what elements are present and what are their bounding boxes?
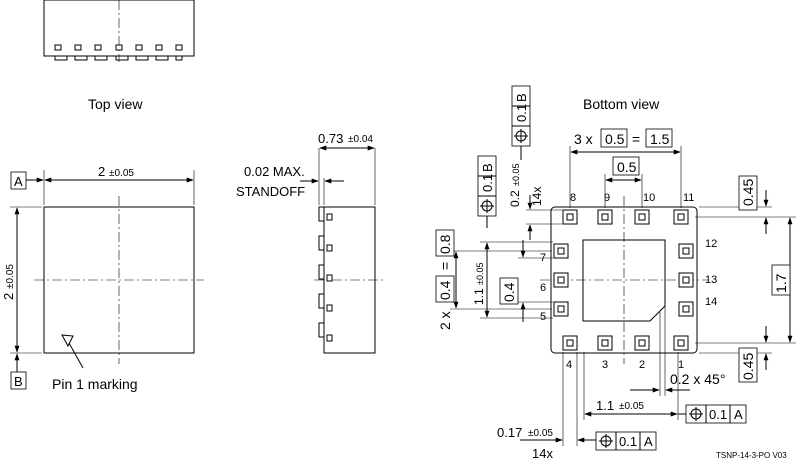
pin-9: 9 [604, 192, 610, 204]
fcf-mid: 0.1 A [678, 404, 747, 424]
exposed-pad [582, 239, 666, 322]
fcf-left-datum: B [480, 163, 495, 172]
standoff-line2: STANDOFF [236, 184, 305, 199]
right-bottom-dim: 0.45 [740, 353, 756, 380]
right-mid-dim: 1.7 [773, 273, 789, 293]
pitch-value: 0.5 [605, 131, 625, 147]
pad-row-dim: 1.1 [472, 288, 486, 305]
side-thickness-tol: ±0.04 [348, 134, 373, 145]
top-view: 2 ±0.05 A 2 ±0.05 B Pin 1 marking [1, 164, 204, 392]
pad-len-dim: 0.2 [508, 190, 522, 207]
fcf-left: 0.1 B [477, 155, 497, 228]
fcf-left-tol: 0.1 [480, 174, 495, 192]
chamfer-dim: 0.2 x 45° [670, 371, 725, 387]
drawing-code: TSNP-14-3-PO V03 [716, 451, 787, 460]
pad-w-tol: ±0.05 [528, 428, 553, 439]
left-pitch-prefix: 2 x [437, 311, 453, 330]
left-pitch-value: 0.4 [437, 280, 453, 300]
pad-w-dim: 0.17 [497, 425, 522, 440]
pitch-total: 1.5 [650, 131, 670, 147]
right-top-dim: 0.45 [740, 179, 756, 206]
bottom-view: 4 3 2 1 5 6 7 8 9 10 11 12 13 14 3 x 0.5… [435, 85, 796, 461]
pin1-label: Pin 1 marking [52, 376, 138, 392]
standoff-line1: 0.02 MAX. [244, 164, 305, 179]
pin-2: 2 [639, 359, 645, 371]
pin-8: 8 [570, 192, 576, 204]
pin-11: 11 [683, 192, 694, 204]
pin-3: 3 [602, 359, 608, 371]
datum-a-label: A [14, 174, 23, 189]
pin-12: 12 [705, 238, 717, 250]
pin-1: 1 [678, 359, 684, 371]
pin-10: 10 [643, 192, 655, 204]
pin-4: 4 [566, 359, 572, 371]
top-side-view [43, 0, 195, 62]
left-pitch-eq: = [437, 262, 453, 270]
top-side-view-leads [54, 44, 183, 61]
pad-row-tol: ±0.05 [475, 263, 485, 285]
fcf-mid-tol: 0.1 [709, 407, 727, 422]
top-height-dim: 2 [1, 293, 16, 300]
center-dim: 0.4 [501, 282, 517, 302]
pitch-single: 0.5 [617, 159, 637, 175]
bottom-view-label: Bottom view [583, 96, 660, 112]
pin-6: 6 [540, 282, 546, 294]
pad-col-tol: ±0.05 [619, 401, 644, 412]
fcf-bottom-datum: A [644, 434, 653, 449]
pitch-eq: = [632, 131, 640, 147]
fcf-top: 0.1 B [511, 85, 531, 160]
top-width-tol: ±0.05 [109, 168, 134, 179]
pin-14: 14 [705, 296, 717, 308]
pin-5: 5 [540, 311, 546, 323]
fcf-bottom-tol: 0.1 [619, 434, 637, 449]
top-view-label: Top view [88, 96, 143, 112]
pin1-marker-icon [61, 334, 74, 348]
count-14x: 14x [530, 187, 544, 206]
left-pitch-total: 0.8 [437, 234, 453, 254]
datum-b-label: B [14, 374, 23, 389]
pitch-prefix: 3 x [574, 131, 593, 147]
fcf-bottom: 0.1 A [595, 431, 657, 451]
side-thickness-dim: 0.73 [318, 131, 343, 146]
top-width-dim: 2 [98, 164, 105, 179]
pad-col-dim: 1.1 [596, 398, 614, 413]
side-view: 0.73 ±0.04 0.02 MAX. STANDOFF [236, 131, 385, 354]
top-height-tol: ±0.05 [5, 264, 16, 289]
fcf-mid-datum: A [734, 407, 743, 422]
pin-13: 13 [705, 274, 717, 286]
fcf-top-tol: 0.1 [514, 104, 529, 122]
bottom-pads [553, 209, 694, 351]
side-view-leads [318, 206, 333, 342]
fcf-top-datum: B [514, 93, 529, 102]
datum-b-box [10, 371, 27, 390]
pad-len-tol: ±0.05 [511, 164, 521, 186]
count-14x-bottom: 14x [532, 446, 553, 461]
